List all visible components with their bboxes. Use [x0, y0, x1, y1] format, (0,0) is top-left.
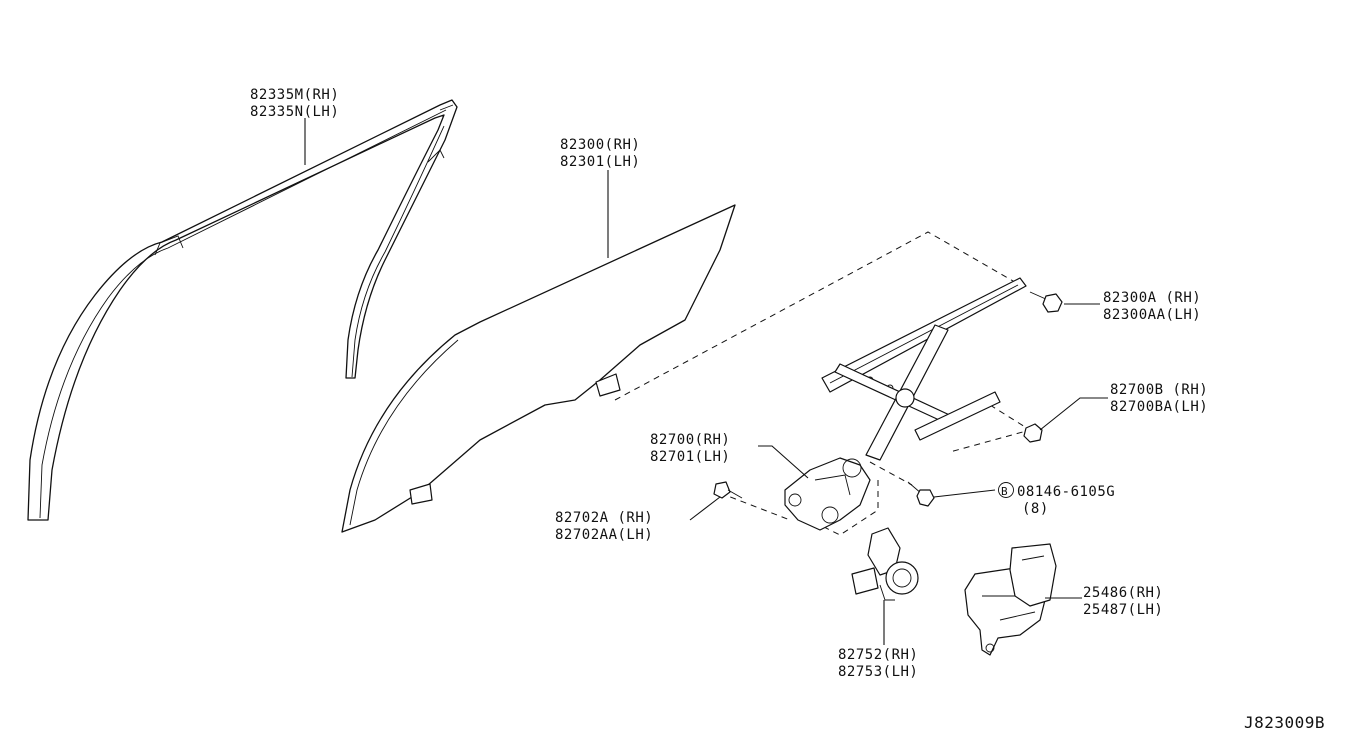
label-sash-rh: 82335M(RH): [250, 87, 339, 103]
glass-mount-lower: [409, 483, 433, 505]
label-motor-rh: 82752(RH): [838, 647, 918, 663]
window-motor: [851, 527, 919, 601]
screw-82702a: [713, 481, 743, 499]
regulator-top-rail: [821, 277, 1027, 393]
bolt-08146: [907, 481, 935, 507]
label-module-lh: 25487(LH): [1083, 602, 1163, 618]
bolt-82300a: [1029, 291, 1063, 313]
bolt-b-marker-circle: [998, 482, 1014, 498]
control-module: [964, 543, 1057, 656]
label-glass-lh: 82301(LH): [560, 154, 640, 170]
leader-screw: [689, 496, 721, 521]
diagram-code: J823009B: [1244, 713, 1325, 732]
label-bolt-b-part: 08146-6105G: [1017, 484, 1115, 500]
label-bolt-lh: 82300AA(LH): [1103, 307, 1201, 323]
label-screw-lh: 82702AA(LH): [555, 527, 653, 543]
label-sash-lh: 82335N(LH): [250, 104, 339, 120]
regulator-bottom-rail: [914, 391, 1001, 441]
bolt-b-marker: B: [1001, 485, 1008, 498]
label-bolt-b-qty: (8): [1022, 501, 1049, 517]
window-regulator: [784, 277, 1027, 531]
leader-regulator: [758, 445, 809, 479]
label-motor-lh: 82753(LH): [838, 664, 918, 680]
leader-bracket: [1039, 397, 1108, 431]
glass-mount-upper: [595, 373, 621, 397]
label-regulator-rh: 82700(RH): [650, 432, 730, 448]
label-bracket-rh: 82700B (RH): [1110, 382, 1208, 398]
leader-bolt-b: [933, 489, 996, 498]
label-regulator-lh: 82701(LH): [650, 449, 730, 465]
label-module-rh: 25486(RH): [1083, 585, 1163, 601]
label-bolt-rh: 82300A (RH): [1103, 290, 1201, 306]
door-glass: [341, 204, 736, 533]
nut-82700b: [1023, 423, 1043, 443]
assembly-line-glass-regulator: [614, 231, 1021, 401]
label-glass-rh: 82300(RH): [560, 137, 640, 153]
assembly-line-regulator: [719, 461, 913, 536]
door-sash-channel: [27, 99, 458, 521]
label-bracket-lh: 82700BA(LH): [1110, 399, 1208, 415]
label-screw-rh: 82702A (RH): [555, 510, 653, 526]
